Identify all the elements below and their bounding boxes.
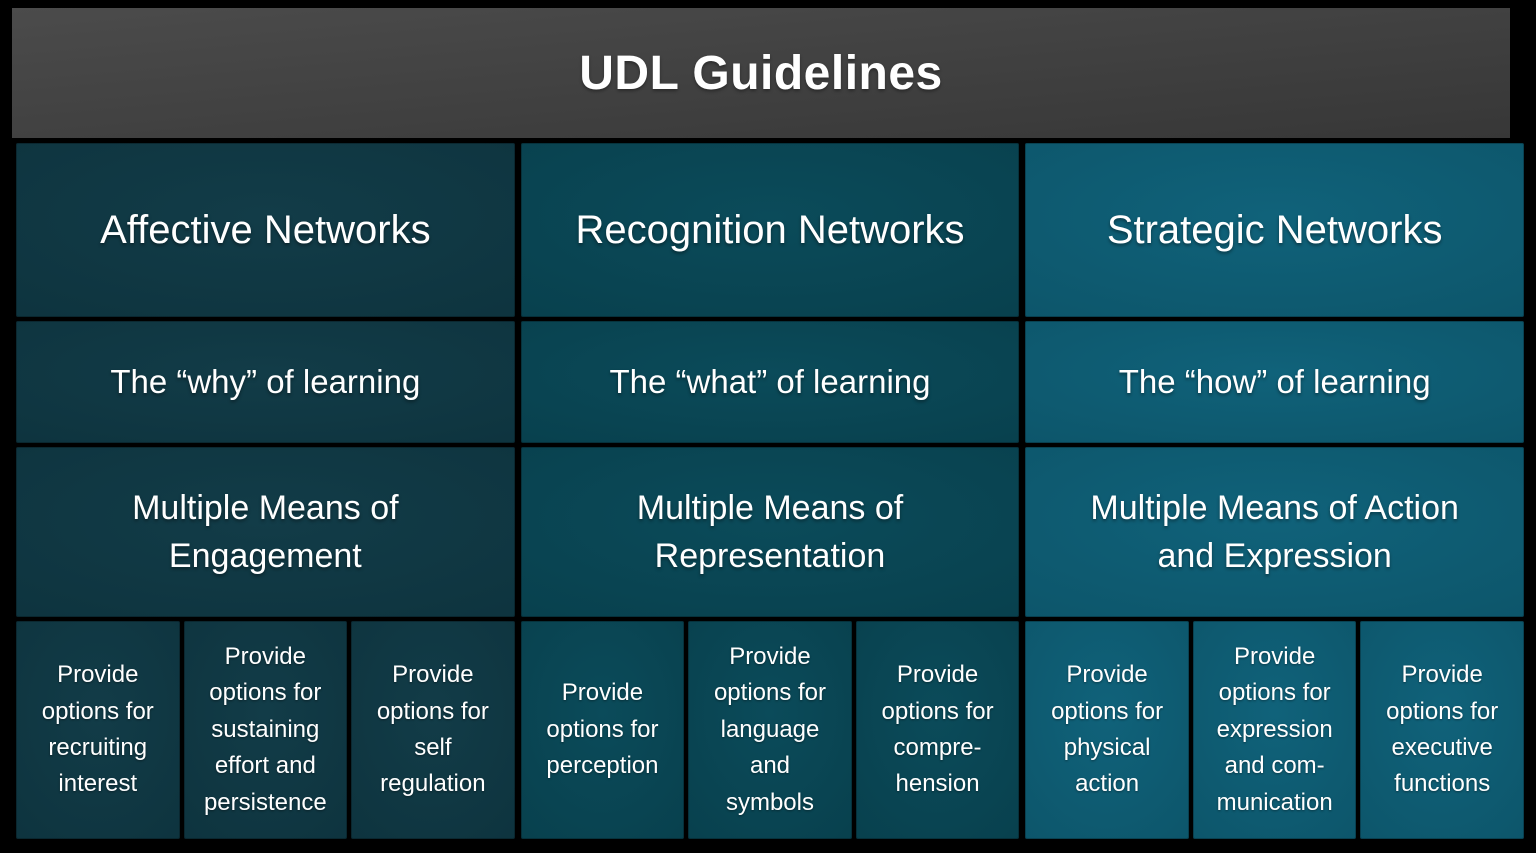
guideline-label: Provide options for executive functions [1386, 661, 1499, 798]
means-label: Multiple Means of Engagement [132, 488, 399, 575]
guideline-cell-self-regulation: Provide options for self regulation [351, 621, 515, 839]
guideline-cell-perception: Provide options for perception [520, 621, 685, 839]
strategic-networks-cell: Strategic Networks [1025, 143, 1524, 317]
affective-networks-cell: Affective Networks [16, 143, 515, 317]
network-title: Strategic Networks [1106, 207, 1443, 252]
means-engagement-cell: Multiple Means of Engagement [16, 447, 515, 617]
guideline-cell-expression-communication: Provide options for expression and com- … [1192, 621, 1357, 839]
means-representation-cell: Multiple Means of Representation [520, 447, 1020, 617]
guideline-label: Provide options for sustaining effort an… [203, 642, 327, 816]
guideline-cell-comprehension: Provide options for compre- hension [855, 621, 1020, 839]
network-title: Affective Networks [100, 207, 431, 252]
means-action-expression-cell: Multiple Means of Action and Expression [1025, 447, 1524, 617]
means-label: Multiple Means of Action and Expression [1090, 488, 1459, 575]
question-label: The “what” of learning [609, 363, 931, 400]
guideline-cell-physical-action: Provide options for physical action [1025, 621, 1189, 839]
guideline-cell-recruiting-interest: Provide options for recruiting interest [16, 621, 180, 839]
representation-guidelines-row: Provide options for perception Provide o… [520, 621, 1020, 839]
guideline-cell-language-symbols: Provide options for language and symbols [688, 621, 852, 839]
engagement-guidelines-row: Provide options for recruiting interest … [16, 621, 515, 839]
action-expression-guidelines-row: Provide options for physical action Prov… [1025, 621, 1524, 839]
why-of-learning-cell: The “why” of learning [16, 321, 515, 443]
title-bar: UDL Guidelines [12, 8, 1510, 138]
means-label: Multiple Means of Representation [636, 488, 904, 575]
guideline-cell-sustaining-effort: Provide options for sustaining effort an… [183, 621, 348, 839]
guideline-label: Provide options for self regulation [376, 661, 489, 798]
guideline-label: Provide options for expression and com- … [1216, 642, 1333, 816]
what-of-learning-cell: The “what” of learning [520, 321, 1020, 443]
question-label: The “how” of learning [1118, 363, 1431, 400]
guidelines-grid: Affective Networks Recognition Networks … [16, 143, 1524, 839]
network-title: Recognition Networks [575, 207, 965, 252]
guideline-label: Provide options for physical action [1051, 661, 1164, 798]
page-title: UDL Guidelines [579, 46, 943, 100]
guideline-cell-executive-functions: Provide options for executive functions [1360, 621, 1524, 839]
how-of-learning-cell: The “how” of learning [1025, 321, 1524, 443]
recognition-networks-cell: Recognition Networks [520, 143, 1020, 317]
question-label: The “why” of learning [110, 363, 421, 400]
guideline-label: Provide options for compre- hension [881, 661, 994, 798]
guideline-label: Provide options for language and symbols [713, 642, 827, 816]
guideline-label: Provide options for recruiting interest [41, 661, 154, 798]
guideline-label: Provide options for perception [546, 679, 659, 780]
